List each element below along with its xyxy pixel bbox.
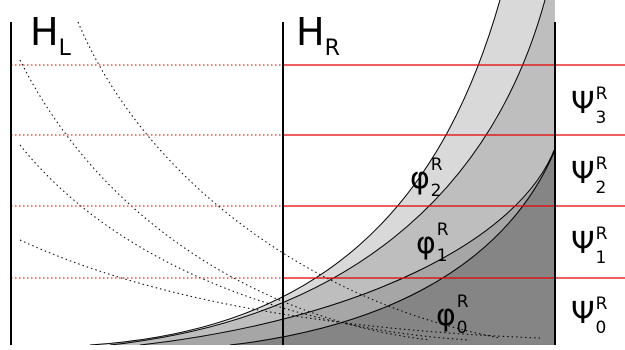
left-dotted-curve-4 [19, 239, 541, 339]
right-region-label: HR [296, 10, 340, 61]
curve-2 [139, 147, 556, 346]
band-lowest [230, 150, 555, 345]
left-dotted-curve-3 [77, 21, 501, 339]
curve-4 [89, 0, 501, 346]
curve-3 [109, 0, 546, 346]
left-region-label: HL [30, 10, 72, 61]
left-dotted-curve-2 [19, 144, 471, 341]
energy-levels [11, 64, 625, 279]
left-dotted-curve-1 [19, 59, 431, 341]
